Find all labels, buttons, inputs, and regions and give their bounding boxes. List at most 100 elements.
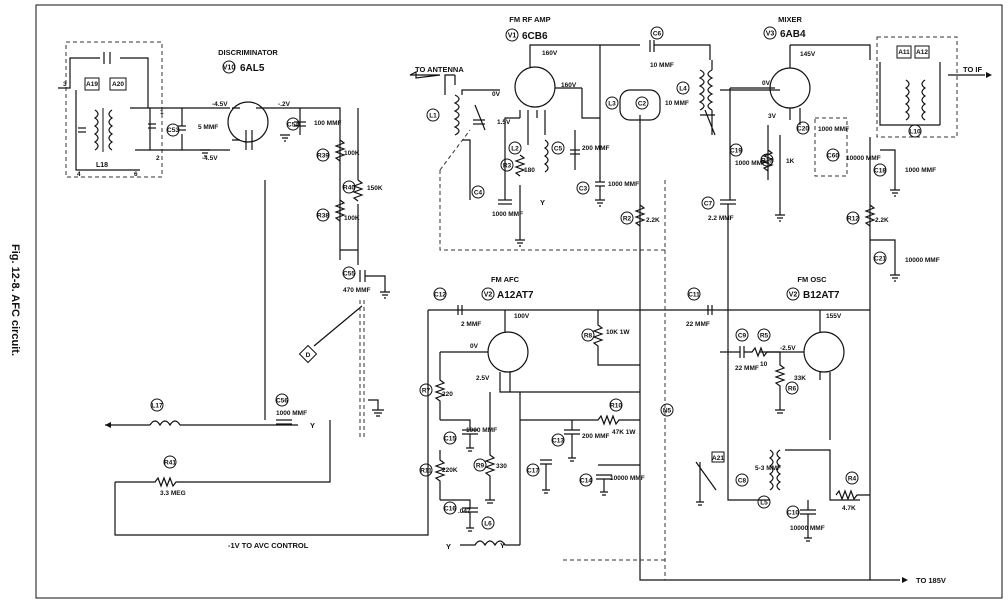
C55-value: 470 MMF [343, 287, 370, 294]
R11-value: 220K [442, 467, 458, 474]
R9-value: 330 [496, 463, 507, 470]
L5-coil [768, 449, 774, 491]
rf-amp-title: FM RF AMP [509, 15, 550, 24]
discriminator-stage: DISCRIMINATOR V10 6AL5 A19 A20 L18 34 61… [58, 41, 386, 294]
C16-value: .047 [458, 508, 471, 515]
C20-label: C20 [797, 126, 809, 133]
net-to-185v: TO 185V [916, 576, 946, 585]
C6-label: C6 [653, 31, 662, 38]
C54-value: 100 MMF [314, 120, 341, 127]
mixer-tube-type: 6AB4 [780, 29, 806, 40]
rf-amp-stage: FM RF AMP V1 6CB6 TO ANTENNA L1 160V 160… [409, 15, 780, 251]
mixer-title: MIXER [778, 15, 802, 24]
voltage-0afc: 0V [470, 343, 479, 350]
C6-value: 10 MMF [650, 62, 674, 69]
mixer-tube-id: V3 [766, 31, 775, 38]
R5-value: 10 [760, 361, 768, 368]
diamond-D [298, 344, 318, 364]
L5-label: L5 [760, 500, 768, 507]
R40-label: R40 [343, 185, 355, 192]
C60-value: 10000 MMF [846, 155, 881, 162]
net-y2: Y [446, 542, 451, 551]
svg-text:2: 2 [156, 155, 160, 162]
C19-label: C19 [730, 148, 742, 155]
C13-label: C13 [552, 438, 564, 445]
afc-stage: FM AFC V2 A12AT7 C12 2 MMF 100V 0V 2.5V … [419, 275, 870, 551]
R8-value: 10K 1W [606, 329, 630, 336]
L1-label: L1 [429, 113, 437, 120]
net-to-if: TO IF [963, 65, 982, 74]
R13-label: R13 [761, 158, 773, 165]
R39-label: R39 [317, 153, 329, 160]
L3-label: L3 [608, 101, 616, 108]
R10-label: R10 [610, 403, 622, 410]
C10-value: 10000 MMF [790, 525, 825, 532]
voltage-100: 100V [514, 313, 530, 320]
voltage-15: 1.5V [497, 119, 511, 126]
V1-tube-envelope [514, 66, 556, 108]
svg-text:3: 3 [63, 81, 67, 88]
C4-label: C4 [474, 190, 483, 197]
figure-frame [35, 4, 1003, 599]
mixer-stage: MIXER V3 6AB4 145V 0V 3V C19 1000 MMF R1… [701, 15, 992, 580]
voltage-25afc: 2.5V [476, 375, 490, 382]
R38-value: 100K [344, 215, 360, 222]
R6-label: R6 [788, 386, 797, 393]
afc-tube-type: A12AT7 [497, 290, 534, 301]
R6-resistor [774, 352, 786, 410]
C53-label: C53 [167, 127, 179, 134]
voltage-160b: 160V [561, 82, 577, 89]
R9-resistor [484, 392, 496, 500]
L6-label: L6 [484, 521, 492, 528]
L18-primary-coil [93, 109, 99, 151]
C7-value: 2.2 MMF [708, 215, 734, 222]
L4-label: L4 [679, 86, 687, 93]
R11-resistor [434, 450, 446, 500]
L2-coil [543, 139, 549, 173]
svg-text:Y: Y [540, 198, 545, 207]
V2A-tube-envelope [487, 331, 529, 373]
R3-label: R3 [503, 163, 512, 170]
L6-coil [460, 540, 520, 547]
R38-label: R38 [317, 213, 329, 220]
R38-resistor [334, 199, 346, 222]
tube-id-badge [222, 60, 236, 74]
R4-resistor [835, 489, 870, 501]
C19-value: 1000 MMF [735, 160, 766, 167]
C16-label: C16 [444, 506, 456, 513]
A12-label: A12 [916, 49, 928, 56]
net-avc: -1V TO AVC CONTROL [228, 541, 309, 550]
R9-label: R9 [476, 463, 485, 470]
C8-label: C8 [738, 478, 747, 485]
C9-value: 22 MMF [735, 365, 759, 372]
ground-symbols [200, 134, 900, 542]
C21-label: C21 [874, 256, 886, 263]
C2-label: C2 [638, 101, 647, 108]
C10-label: C10 [787, 510, 799, 517]
L2-label: L2 [511, 146, 519, 153]
rf-amp-tube-id: V1 [508, 33, 517, 40]
C11-value: 22 MMF [686, 321, 710, 328]
C56-value: 1000 MMF [276, 410, 307, 417]
R7-resistor [434, 352, 446, 420]
C11-label: C11 [688, 292, 700, 299]
osc-tube-id: V2 [789, 292, 798, 299]
R41-label: R41 [164, 460, 176, 467]
R12-label: R12 [847, 216, 859, 223]
R12-value: 2.2K [875, 217, 889, 224]
C53-value: 5 MMF [198, 124, 218, 131]
discriminator-tube-type: 6AL5 [240, 63, 265, 74]
R5-label: R5 [760, 333, 769, 340]
voltage-3: 3V [768, 113, 777, 120]
R10-value: 47K 1W [612, 429, 636, 436]
voltage-m45a: -4.5V [212, 101, 228, 108]
C17-label: C17 [527, 468, 539, 475]
V3-tube-envelope [769, 67, 811, 109]
R11-label: R11 [420, 468, 432, 475]
R10-resistor [520, 414, 640, 426]
R41-resistor [115, 420, 331, 488]
R40-value: 150K [367, 185, 383, 192]
voltage-m45b: -4.5V [202, 155, 218, 162]
svg-text:4: 4 [77, 171, 81, 178]
R39-resistor [334, 139, 346, 162]
